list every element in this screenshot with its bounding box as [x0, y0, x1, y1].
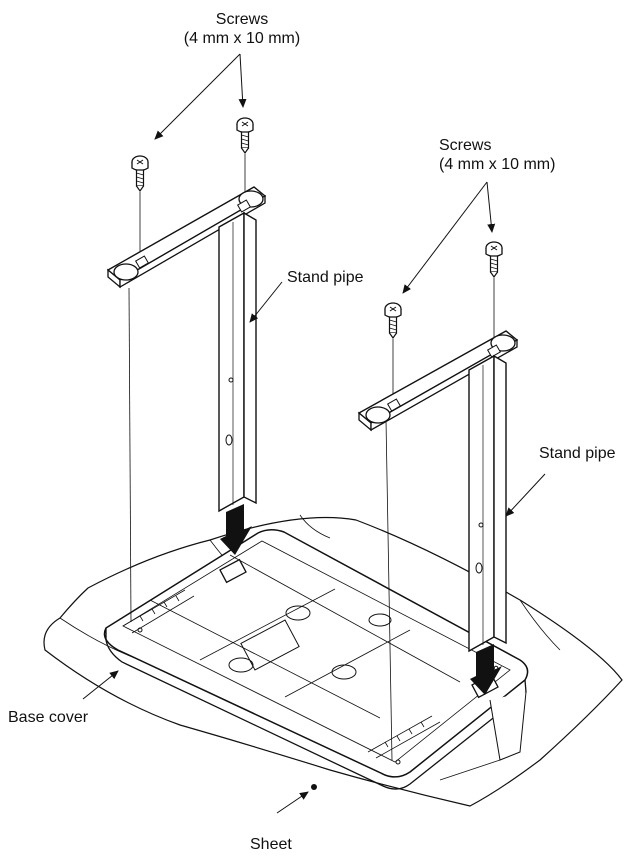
stand-pipe-right-shape: [469, 356, 506, 651]
insert-arrow-left: [220, 504, 252, 555]
stand-bar-left: [108, 187, 265, 287]
screws-right-label-line2: (4 mm x 10 mm): [439, 156, 556, 173]
stand-pipe-left-shape: [219, 213, 256, 511]
insert-arrow-right: [470, 644, 502, 695]
stand-pipe-right-label: Stand pipe: [539, 445, 616, 462]
screws-left-label: Screws (4 mm x 10 mm): [174, 10, 310, 48]
screws-left-label-line2: (4 mm x 10 mm): [183, 30, 301, 47]
base-cover-label: Base cover: [8, 709, 89, 726]
screws-right-label-line1: Screws: [439, 137, 492, 154]
stand-pipe-left-label: Stand pipe: [287, 269, 364, 286]
sheet-label: Sheet: [250, 836, 292, 853]
screws-left-label-line1: Screws: [215, 11, 269, 28]
screws-right-label: Screws (4 mm x 10 mm): [439, 136, 555, 174]
stand-bar-right: [359, 331, 517, 430]
